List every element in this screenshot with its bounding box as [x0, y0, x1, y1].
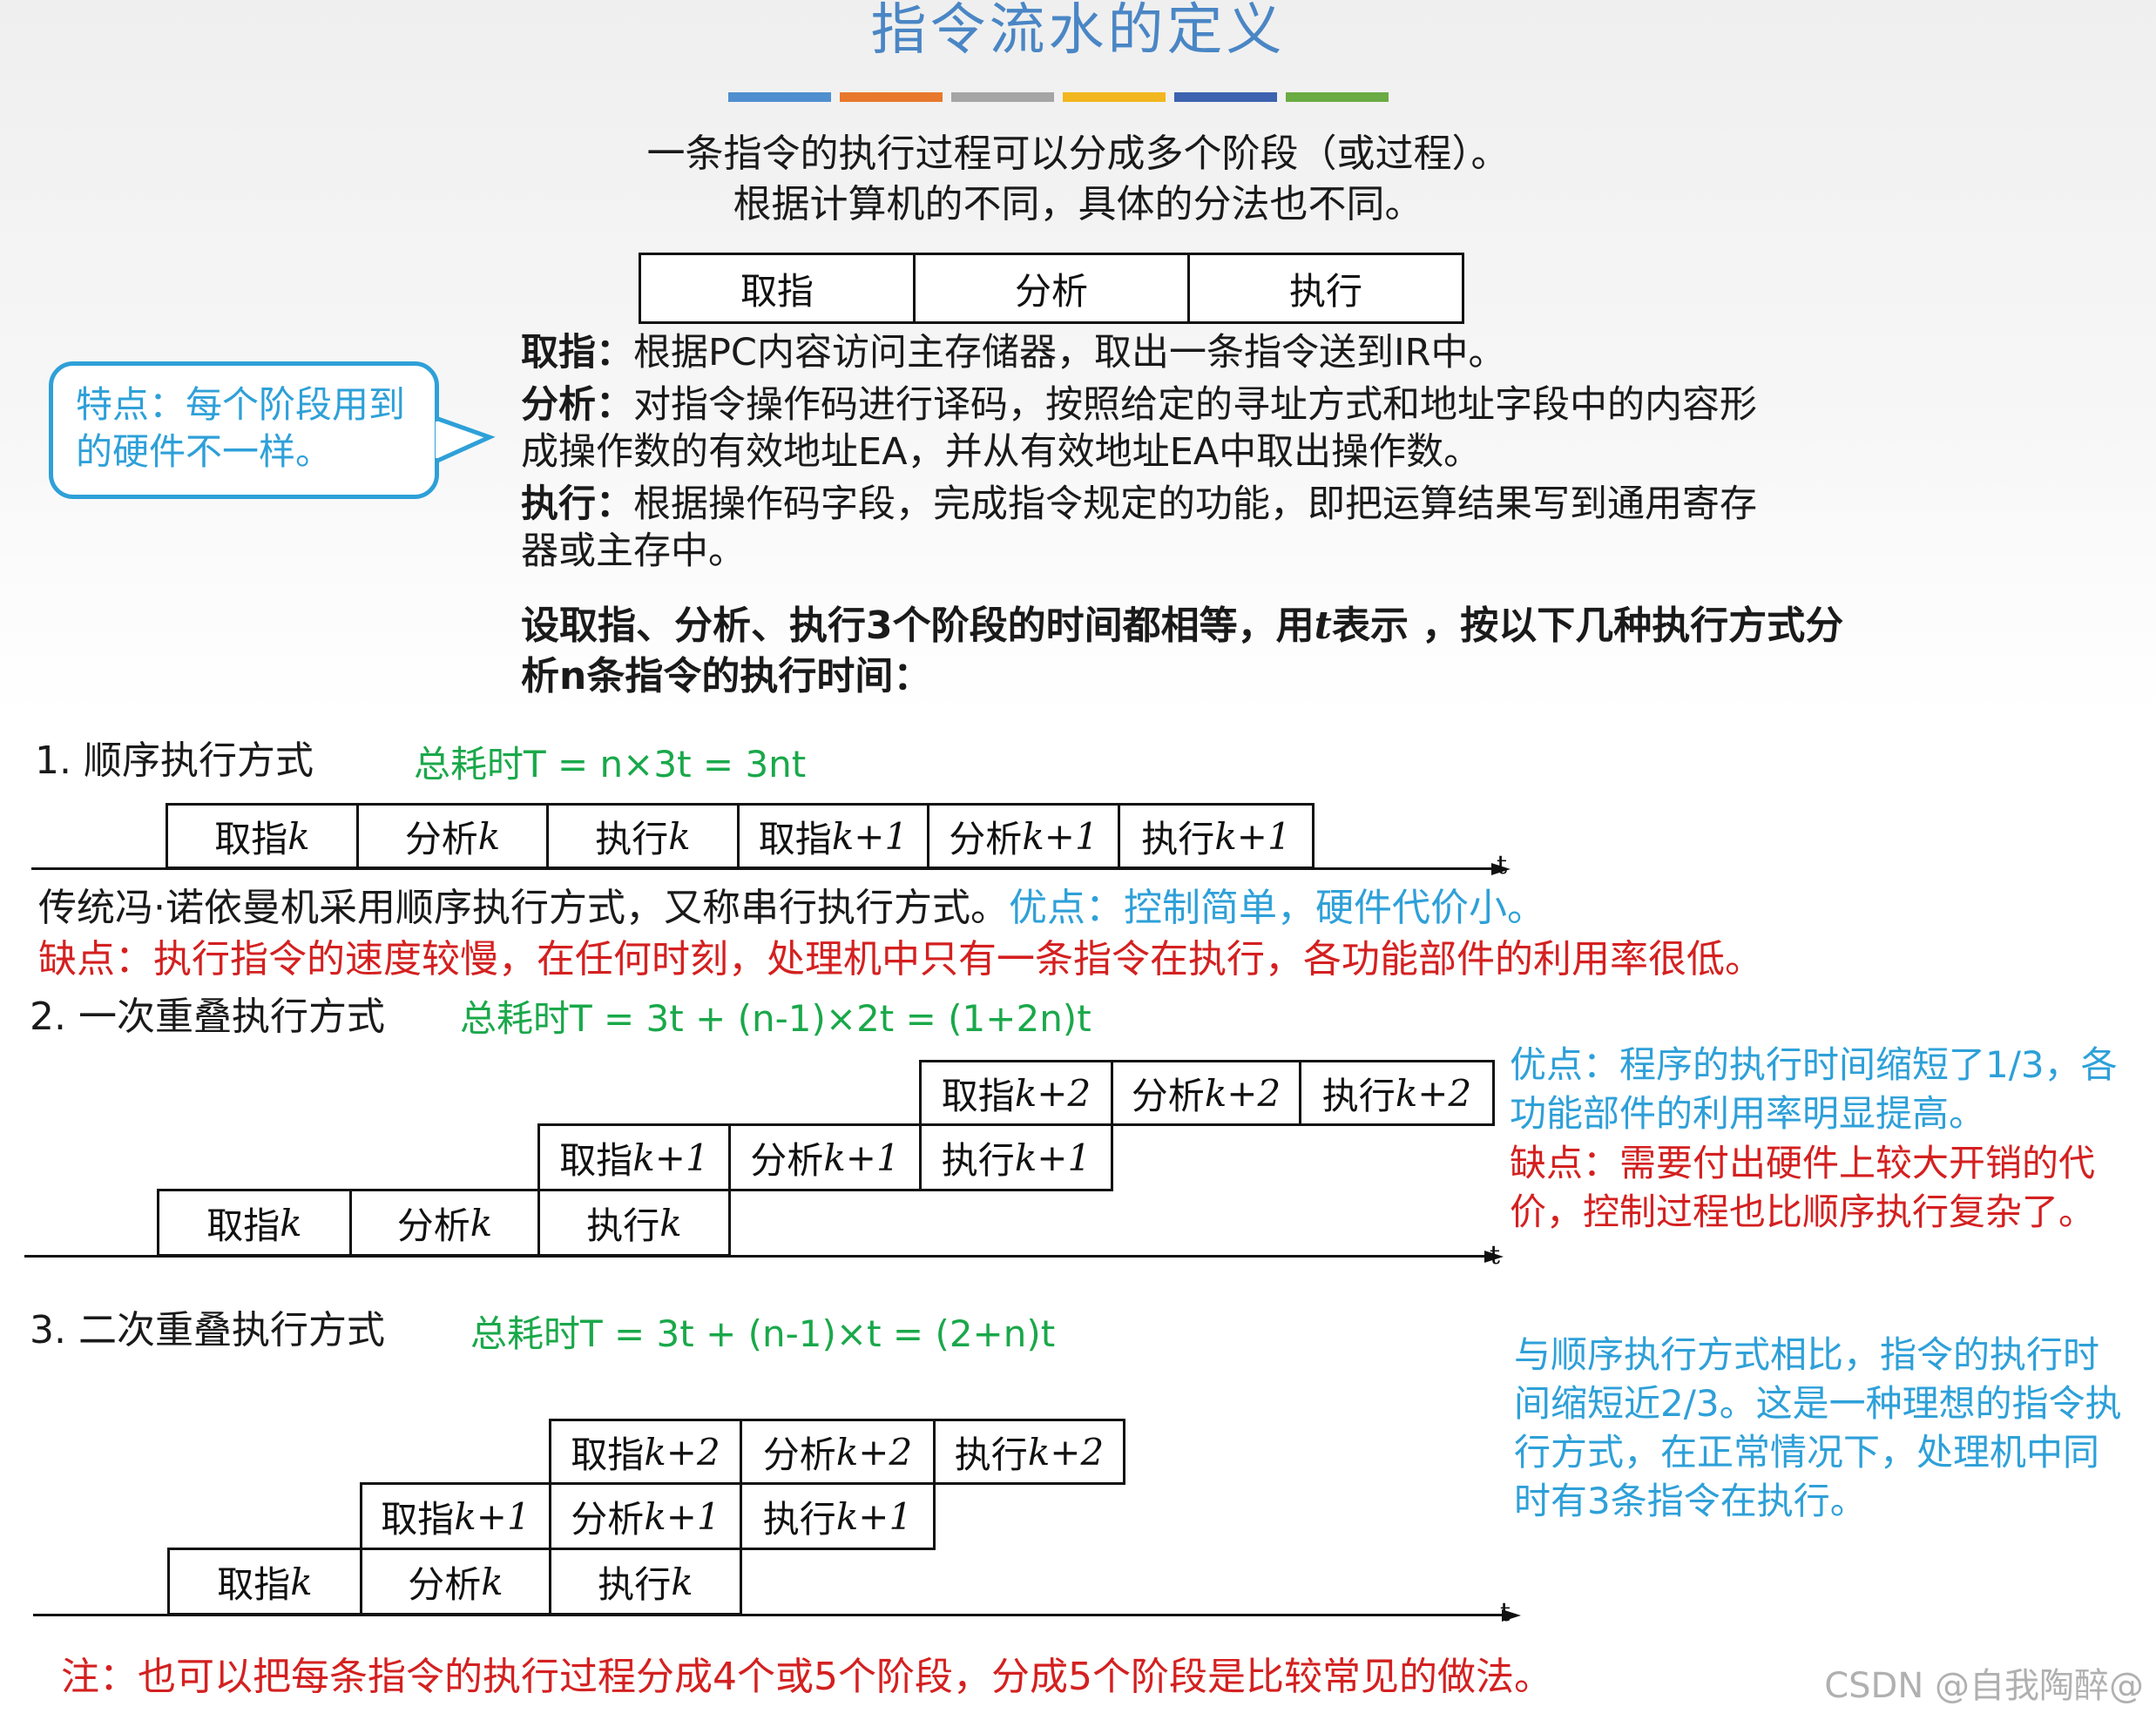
def-analyze-label: 分析： — [521, 383, 633, 427]
callout-tail — [436, 415, 496, 464]
def-fetch-text: 根据PC内容访问主存储器，取出一条指令送到IR中。 — [633, 331, 1506, 374]
section3-formula: 总耗时T = 3t + (n-1)×t = (2+n)t — [470, 1312, 1056, 1355]
stripe-3 — [951, 92, 1054, 102]
def-execute-text: 根据操作码字段，完成指令规定的功能，即把运算结果写到通用寄存器或主存中。 — [521, 482, 1757, 573]
def-analyze: 分析：对指令操作码进行译码，按照给定的寻址方式和地址字段中的内容形成操作数的有效… — [521, 381, 1775, 475]
def-execute: 执行：根据操作码字段，完成指令规定的功能，即把运算结果写到通用寄存器或主存中。 — [521, 481, 1775, 575]
assumption-part-1: 设取指、分析、执行3个阶段的时间都相等，用 — [521, 604, 1315, 648]
stripe-6 — [1286, 92, 1389, 102]
s3-note: 与顺序执行方式相比，指令的执行时间缩短近2/3。这是一种理想的指令执行方式，在正… — [1514, 1333, 2122, 1522]
intro-line-2: 根据计算机的不同，具体的分法也不同。 — [733, 182, 1423, 226]
section1-description: 传统冯·诺依曼机采用顺序执行方式，又称串行执行方式。优点：控制简单，硬件代价小。 — [38, 882, 2129, 934]
stage-cell-execute: 执行 — [1187, 253, 1464, 324]
s1-axis-arrow — [1491, 863, 1511, 875]
section1-label: 1. 顺序执行方式 — [35, 738, 314, 783]
page-title: 指令流水的定义 — [870, 0, 1286, 63]
section1-formula: 总耗时T = n×3t = 3nt — [414, 743, 807, 786]
intro-line-1: 一条指令的执行过程可以分成多个阶段（或过程）。 — [646, 132, 1510, 176]
watermark: CSDN @自我陶醉@ — [1824, 1666, 2144, 1706]
stage-cell-analyze: 分析 — [913, 253, 1190, 324]
header-background — [0, 0, 2156, 714]
stripe-1 — [728, 92, 831, 102]
s3-axis-label: t — [1500, 1597, 1511, 1628]
assumption-t: t — [1314, 604, 1332, 648]
s3-time-axis — [33, 1614, 1505, 1616]
stage-cell-fetch: 取指 — [639, 253, 916, 324]
s2-disadvantage: 缺点：需要付出硬件上较大开销的代价，控制过程也比顺序执行复杂了。 — [1510, 1142, 2096, 1233]
stripe-2 — [840, 92, 943, 102]
section2-label: 2. 一次重叠执行方式 — [30, 995, 385, 1039]
s2-axis-label: t — [1490, 1240, 1501, 1271]
s2-advantage: 优点：程序的执行时间缩短了1/3，各功能部件的利用率明显提高。 — [1510, 1043, 2118, 1135]
def-fetch: 取指：根据PC内容访问主存储器，取出一条指令送到IR中。 — [521, 329, 1810, 376]
s1-desc-disadvantage: 缺点：执行指令的速度较慢，在任何时刻，处理机中只有一条指令在执行，各功能部件的利… — [38, 937, 1763, 981]
stripe-5 — [1174, 92, 1277, 102]
s2-time-axis — [24, 1255, 1488, 1258]
s1-axis-label: t — [1497, 850, 1508, 880]
stripe-4 — [1063, 92, 1166, 102]
section2-formula: 总耗时T = 3t + (n-1)×2t = (1+2n)t — [460, 997, 1092, 1040]
def-fetch-label: 取指： — [521, 331, 633, 374]
def-execute-label: 执行： — [521, 482, 633, 526]
assumption-part-2: 表示 ，按以下几种执行方式分析n条指令的执行时间： — [521, 604, 1844, 698]
s3-axis-arrow — [1502, 1609, 1521, 1622]
s1-desc-advantage: 优点：控制简单，硬件代价小。 — [1008, 886, 1545, 930]
s2-axis-arrow — [1484, 1251, 1504, 1263]
s1-time-axis — [31, 867, 1495, 870]
s1-desc-dark: 传统冯·诺依曼机采用顺序执行方式，又称串行执行方式。 — [38, 886, 1009, 930]
section3-label: 3. 二次重叠执行方式 — [30, 1308, 385, 1352]
def-analyze-text: 对指令操作码进行译码，按照给定的寻址方式和地址字段中的内容形成操作数的有效地址E… — [521, 383, 1757, 474]
feature-callout: 特点：每个阶段用到的硬件不一样。 — [49, 361, 439, 499]
assumption-text: 设取指、分析、执行3个阶段的时间都相等，用t表示 ，按以下几种执行方式分析n条指… — [521, 601, 1862, 702]
footnote: 注：也可以把每条指令的执行过程分成4个或5个阶段，分成5个阶段是比较常见的做法。 — [61, 1655, 1552, 1699]
